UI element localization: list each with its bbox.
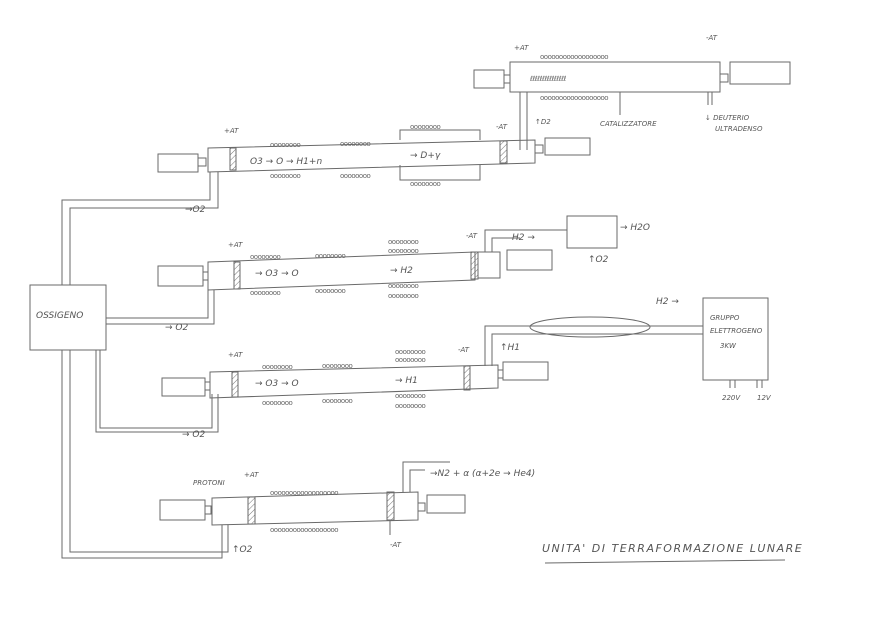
svg-text:+AT: +AT: [228, 351, 243, 359]
svg-text:→ H2: → H2: [390, 266, 413, 276]
reactor-tube: [509, 61, 721, 93]
svg-text:PROTONI: PROTONI: [193, 479, 225, 487]
svg-text:oooooooooooooooooo: oooooooooooooooooo: [540, 94, 608, 102]
svg-text:→ O3 → O: → O3 → O: [255, 379, 299, 389]
svg-text:oooooooo: oooooooo: [315, 287, 345, 295]
svg-text:oooooooo: oooooooo: [395, 402, 425, 410]
svg-text:→N2 + α (α+2e → He4): →N2 + α (α+2e → He4): [430, 469, 535, 479]
svg-text:oooooooo: oooooooo: [250, 289, 280, 297]
oxygen-label: OSSIGENO: [36, 311, 83, 321]
svg-text:oooooooooooooooooo: oooooooooooooooooo: [270, 526, 338, 534]
reactor-row-2: H2 → → H2O ↑O2 oooooooo oooooooo ooooooo…: [157, 215, 650, 333]
svg-text:-AT: -AT: [390, 541, 402, 549]
svg-text:→O2: →O2: [185, 205, 206, 215]
svg-text:oooooooo: oooooooo: [270, 141, 300, 149]
svg-text:H2 →: H2 →: [656, 297, 679, 307]
svg-text:↑O2: ↑O2: [232, 545, 253, 555]
reactor-row-4: oooooooooooooooooo oooooooooooooooooo PR…: [159, 461, 535, 555]
svg-text:oooooooo: oooooooo: [388, 238, 418, 246]
svg-text:↓ DEUTERIO: ↓ DEUTERIO: [705, 114, 750, 122]
svg-text:oooooooo: oooooooo: [250, 253, 280, 261]
oxygen-pipes: [61, 172, 229, 559]
svg-text:oooooooo: oooooooo: [262, 399, 292, 407]
svg-text:+AT: +AT: [228, 241, 243, 249]
svg-text:ULTRADENSO: ULTRADENSO: [715, 125, 763, 133]
svg-text:H2 →: H2 →: [512, 233, 535, 243]
svg-text:-AT: -AT: [466, 232, 478, 240]
svg-text:oooooooo: oooooooo: [388, 282, 418, 290]
svg-text:+AT: +AT: [224, 127, 239, 135]
svg-text:oooooooo: oooooooo: [270, 172, 300, 180]
deuterium-reactor: oooooooooooooooooo oooooooooooooooooo ℓℓ…: [473, 34, 791, 150]
svg-text:-AT: -AT: [706, 34, 718, 42]
svg-text:ELETTROGENO: ELETTROGENO: [710, 327, 763, 335]
svg-text:oooooooo: oooooooo: [340, 172, 370, 180]
svg-text:oooooooo: oooooooo: [340, 140, 370, 148]
svg-text:↑D2: ↑D2: [535, 118, 551, 126]
svg-text:→ O2: → O2: [182, 430, 205, 440]
svg-text:+AT: +AT: [514, 44, 529, 52]
svg-text:→ O3 → O: → O3 → O: [255, 269, 299, 279]
generator-box: [702, 297, 769, 381]
svg-text:-AT: -AT: [458, 346, 470, 354]
svg-text:oooooooo: oooooooo: [315, 252, 345, 260]
title-text: UNITA' DI TERRAFORMAZIONE LUNARE: [542, 542, 803, 555]
svg-text:GRUPPO: GRUPPO: [710, 314, 740, 322]
svg-text:oooooooo: oooooooo: [395, 348, 425, 356]
svg-text:oooooooooooooooooo: oooooooooooooooooo: [270, 489, 338, 497]
right-cylinder: [729, 61, 791, 85]
catalyst-coil: ℓℓℓℓℓℓℓℓℓℓℓℓℓℓℓ: [529, 75, 566, 83]
left-cylinder: [473, 69, 505, 89]
svg-text:→ H1: → H1: [395, 376, 418, 386]
svg-text:oooooooooooooooooo: oooooooooooooooooo: [540, 53, 608, 61]
svg-text:O3 → O → H1+n: O3 → O → H1+n: [250, 157, 322, 167]
svg-text:↑H1: ↑H1: [500, 343, 520, 353]
reactor-row-3: GRUPPO ELETTROGENO 3KW 220V 12V H2 → ↑H1…: [161, 297, 772, 440]
svg-text:CATALIZZATORE: CATALIZZATORE: [600, 120, 657, 128]
diagram-title: UNITA' DI TERRAFORMAZIONE LUNARE: [542, 542, 803, 564]
svg-text:→ O2: → O2: [165, 323, 188, 333]
svg-text:→ H2O: → H2O: [620, 223, 650, 233]
svg-text:oooooooo: oooooooo: [388, 247, 418, 255]
svg-text:12V: 12V: [757, 394, 772, 402]
svg-text:oooooooo: oooooooo: [395, 356, 425, 364]
svg-text:oooooooo: oooooooo: [322, 362, 352, 370]
reactor-row-1: oooooooo oooooooo oooooooo oooooooo oooo…: [157, 123, 591, 215]
svg-text:220V: 220V: [722, 394, 741, 402]
svg-text:oooooooo: oooooooo: [395, 392, 425, 400]
svg-text:↑O2: ↑O2: [588, 255, 609, 265]
svg-text:oooooooo: oooooooo: [322, 397, 352, 405]
svg-text:oooooooo: oooooooo: [388, 292, 418, 300]
svg-text:3KW: 3KW: [720, 342, 737, 350]
svg-text:oooooooo: oooooooo: [410, 123, 440, 131]
svg-text:-AT: -AT: [496, 123, 508, 131]
svg-text:oooooooo: oooooooo: [262, 363, 292, 371]
oxygen-source-box: OSSIGENO: [29, 284, 107, 351]
svg-text:oooooooo: oooooooo: [410, 180, 440, 188]
separator-lens: [529, 316, 651, 338]
svg-text:→ D+γ: → D+γ: [410, 151, 441, 161]
svg-text:+AT: +AT: [244, 471, 259, 479]
